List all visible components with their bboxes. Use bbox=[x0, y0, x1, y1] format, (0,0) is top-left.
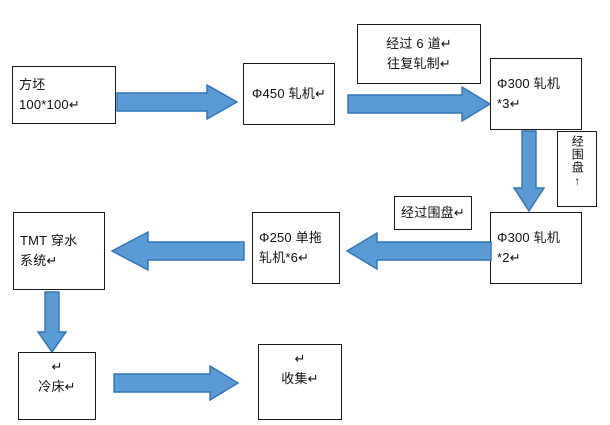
mill-250-box[interactable]: Φ250 单拖 轧机*6↵ bbox=[252, 212, 340, 284]
tmt-water-cooling-label: TMT 穿水 系统↵ bbox=[20, 232, 78, 268]
six-pass-note-label: 经过 6 道↵ 往复轧制↵ bbox=[386, 35, 452, 71]
mill-300-x3-label: Φ300 轧机 *3↵ bbox=[497, 75, 561, 111]
collection-box[interactable]: ↵ 收集↵ bbox=[258, 344, 342, 420]
coiler-label-box[interactable]: 经过围盘↵ bbox=[394, 196, 472, 230]
arrow-mill300x2-to-mill250 bbox=[345, 231, 493, 271]
mill-250-label: Φ250 单拖 轧机*6↵ bbox=[259, 229, 323, 265]
billet-box[interactable]: 方坯 100*100↵ bbox=[12, 66, 116, 124]
mill-300-x2-box[interactable]: Φ300 轧机 *2↵ bbox=[490, 212, 582, 284]
cooling-bed-label: ↵ 冷床↵ bbox=[38, 359, 76, 395]
arrow-billet-to-mill450 bbox=[115, 82, 239, 122]
coiler-label: 经过围盘↵ bbox=[401, 204, 465, 220]
mill-450-label: Φ450 轧机↵ bbox=[251, 85, 327, 101]
tmt-water-cooling-box[interactable]: TMT 穿水 系统↵ bbox=[13, 212, 105, 290]
mill-300-x2-label: Φ300 轧机 *2↵ bbox=[497, 229, 561, 265]
billet-box-label: 方坯 100*100↵ bbox=[19, 76, 80, 112]
cooling-bed-box[interactable]: ↵ 冷床↵ bbox=[18, 352, 96, 420]
collection-label: ↵ 收集↵ bbox=[281, 351, 319, 387]
arrow-coolbed-to-collect bbox=[112, 364, 240, 402]
coiler-vertical-label: 经围盘↑ bbox=[570, 135, 585, 189]
arrow-mill450-to-mill300x3 bbox=[346, 85, 492, 123]
arrow-tmt-to-coolbed bbox=[36, 291, 68, 354]
mill-450-box[interactable]: Φ450 轧机↵ bbox=[243, 63, 335, 125]
six-pass-note-box[interactable]: 经过 6 道↵ 往复轧制↵ bbox=[357, 24, 481, 84]
coiler-vertical-label-box[interactable]: 经围盘↑ bbox=[557, 131, 597, 207]
arrow-mill300x3-to-mill300x2 bbox=[512, 130, 546, 213]
mill-300-x3-box[interactable]: Φ300 轧机 *3↵ bbox=[490, 58, 582, 130]
arrow-mill250-to-tmt bbox=[110, 230, 246, 272]
